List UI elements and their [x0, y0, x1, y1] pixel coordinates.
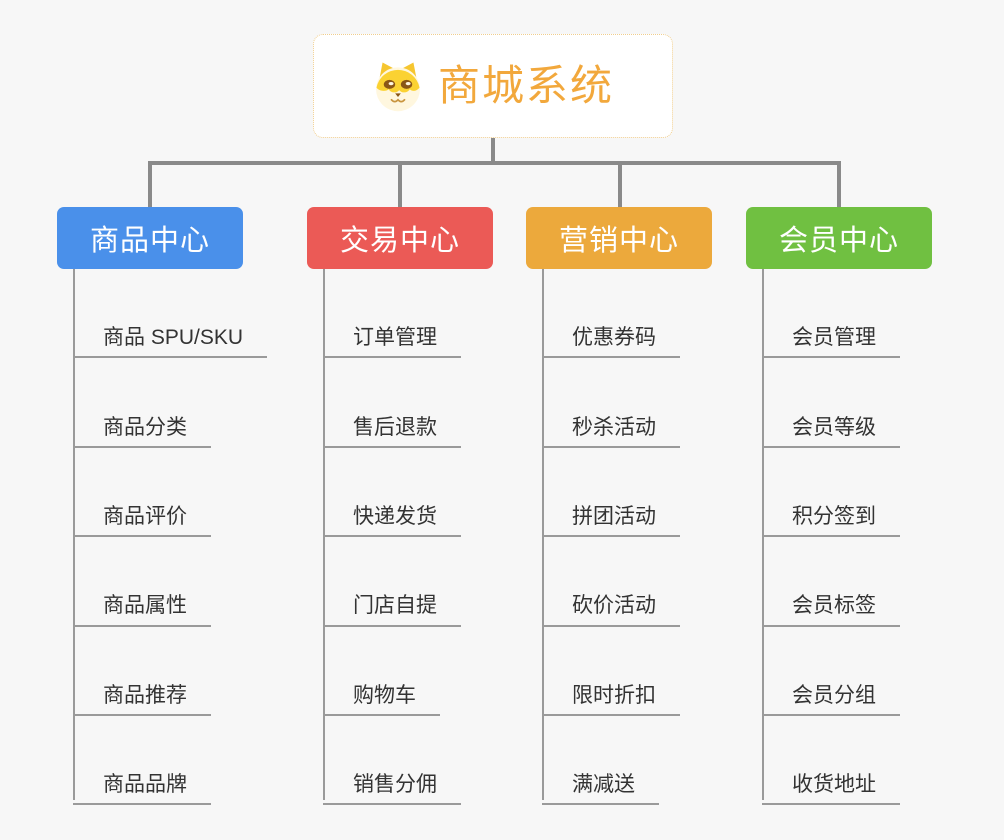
branch-spine-line — [323, 269, 325, 800]
branch-header[interactable]: 商品中心 — [57, 207, 243, 269]
connector-trunk — [148, 161, 841, 165]
leaf-node[interactable]: 订单管理 — [323, 326, 461, 359]
branch-trade-center: 交易中心 订单管理 售后退款 快递发货 门店自提 购物车 销售分佣 — [307, 207, 493, 806]
leaf-node[interactable]: 满减送 — [542, 773, 659, 806]
connector-branch-drop — [148, 161, 152, 208]
leaf-node[interactable]: 售后退款 — [323, 416, 461, 448]
leaf-node[interactable]: 限时折扣 — [542, 684, 680, 716]
leaf-node[interactable]: 会员分组 — [762, 684, 900, 716]
branch-leaves: 商品 SPU/SKU 商品分类 商品评价 商品属性 商品推荐 商品品牌 — [57, 269, 268, 806]
connector-branch-drop — [837, 161, 841, 208]
branch-header[interactable]: 会员中心 — [746, 207, 932, 269]
root-title: 商城系统 — [437, 62, 614, 109]
branch-header[interactable]: 营销中心 — [526, 207, 712, 269]
leaf-node[interactable]: 快递发货 — [323, 505, 461, 538]
leaf-node[interactable]: 商品分类 — [73, 416, 211, 448]
connector-branch-drop — [618, 161, 622, 208]
leaf-node[interactable]: 商品品牌 — [73, 773, 211, 806]
branch-leaves: 优惠券码 秒杀活动 拼团活动 砍价活动 限时折扣 满减送 — [526, 269, 712, 806]
branch-header[interactable]: 交易中心 — [307, 207, 493, 269]
connector-root-drop — [491, 138, 495, 165]
branch-marketing-center: 营销中心 优惠券码 秒杀活动 拼团活动 砍价活动 限时折扣 满减送 — [526, 207, 712, 806]
leaf-node[interactable]: 会员管理 — [762, 326, 900, 359]
leaf-node[interactable]: 会员标签 — [762, 594, 900, 627]
leaf-node[interactable]: 优惠券码 — [542, 326, 680, 359]
leaf-node[interactable]: 商品属性 — [73, 594, 211, 627]
leaf-node[interactable]: 销售分佣 — [323, 773, 461, 806]
leaf-node[interactable]: 收货地址 — [762, 773, 900, 806]
leaf-node[interactable]: 积分签到 — [762, 505, 900, 538]
leaf-node[interactable]: 商品 SPU/SKU — [73, 326, 268, 359]
leaf-node[interactable]: 拼团活动 — [542, 505, 680, 538]
branch-spine-line — [762, 269, 764, 800]
leaf-node[interactable]: 秒杀活动 — [542, 416, 680, 448]
leaf-node[interactable]: 砍价活动 — [542, 594, 680, 627]
branch-product-center: 商品中心 商品 SPU/SKU 商品分类 商品评价 商品属性 商品推荐 商品品牌 — [57, 207, 268, 806]
branch-member-center: 会员中心 会员管理 会员等级 积分签到 会员标签 会员分组 收货地址 — [746, 207, 932, 806]
leaf-node[interactable]: 商品推荐 — [73, 684, 211, 716]
branch-spine-line — [542, 269, 544, 800]
dog-face-icon — [376, 62, 420, 112]
branch-spine-line — [73, 269, 75, 800]
leaf-node[interactable]: 门店自提 — [323, 594, 461, 627]
branch-leaves: 订单管理 售后退款 快递发货 门店自提 购物车 销售分佣 — [307, 269, 493, 806]
branch-leaves: 会员管理 会员等级 积分签到 会员标签 会员分组 收货地址 — [746, 269, 932, 806]
leaf-node[interactable]: 商品评价 — [73, 505, 211, 538]
leaf-node[interactable]: 购物车 — [323, 684, 440, 716]
connector-branch-drop — [398, 161, 402, 208]
leaf-node[interactable]: 会员等级 — [762, 416, 900, 448]
root-node[interactable]: 商城系统 — [313, 34, 673, 138]
